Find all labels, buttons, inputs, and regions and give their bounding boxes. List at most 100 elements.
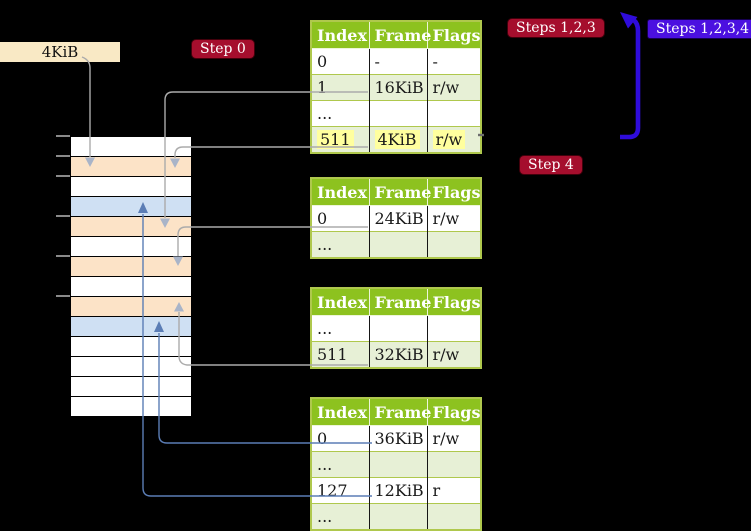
page-size-label-box: 4KiB xyxy=(0,42,120,62)
memory-frame-row xyxy=(71,156,191,176)
cell-text: 24KiB xyxy=(374,209,424,228)
table-cell: ... xyxy=(311,231,369,258)
table-cell: r/w xyxy=(426,126,481,153)
table-cell: 1 xyxy=(311,74,369,101)
table-cell: ... xyxy=(311,100,369,127)
cell-text: 0 xyxy=(317,209,328,228)
table-cell: r/w xyxy=(426,341,481,368)
cell-text: 127 xyxy=(317,481,348,500)
memory-frame-row xyxy=(71,136,191,156)
table-row: 511 32KiB r/w xyxy=(311,341,481,368)
steps-123-badge: Steps 1,2,3 xyxy=(508,19,604,37)
table-cell xyxy=(426,100,481,127)
table-cell: 0 xyxy=(311,48,369,75)
memory-frame-row xyxy=(71,356,191,376)
cell-text: ... xyxy=(317,104,333,123)
table-row: 127 12KiB r xyxy=(311,477,481,504)
table-cell: 511 xyxy=(311,341,369,368)
column-header: Flags xyxy=(426,398,481,426)
step-0-badge: Step 0 xyxy=(192,40,254,58)
cell-text: ... xyxy=(317,507,333,526)
memory-frame-row xyxy=(71,336,191,356)
cell-text: r/w xyxy=(432,130,466,149)
cell-text: ... xyxy=(317,235,333,254)
cell-text: 1 xyxy=(317,78,328,97)
table-cell xyxy=(368,503,427,530)
table-cell: 12KiB xyxy=(368,477,427,504)
memory-frame-row xyxy=(71,176,191,196)
column-header: Frame xyxy=(368,398,431,426)
cell-text: r/w xyxy=(432,429,460,448)
table-cell: r xyxy=(426,477,481,504)
table-row: ... xyxy=(311,503,481,530)
table-cell xyxy=(368,451,427,478)
tick-mark xyxy=(56,135,70,137)
table-cell: 511 xyxy=(311,126,369,153)
memory-frame-row xyxy=(71,236,191,256)
table-cell: r/w xyxy=(426,425,481,452)
table-row: ... xyxy=(311,231,481,258)
steps-loop-arrow xyxy=(620,16,641,140)
cell-text: ... xyxy=(317,319,333,338)
table-cell: ... xyxy=(311,451,369,478)
column-header: Flags xyxy=(426,178,481,206)
column-header: Frame xyxy=(368,288,431,316)
cell-text: 32KiB xyxy=(374,345,424,364)
table-cell xyxy=(426,315,481,342)
memory-frame-row xyxy=(71,216,191,236)
column-header: Index xyxy=(311,288,369,316)
cell-text: r xyxy=(432,481,441,500)
memory-strip xyxy=(70,136,192,417)
tick-mark xyxy=(56,295,70,297)
column-header: Index xyxy=(311,21,369,49)
column-header: Frame xyxy=(368,178,431,206)
table-cell xyxy=(426,503,481,530)
table-cell xyxy=(426,231,481,258)
table-cell: 0 xyxy=(311,205,369,232)
table-row: 0 - - xyxy=(311,48,481,75)
table-row: 0 36KiB r/w xyxy=(311,425,481,452)
memory-frame-row xyxy=(71,256,191,276)
tick-mark xyxy=(56,255,70,257)
column-header: Index xyxy=(311,178,369,206)
table-cell: ... xyxy=(311,315,369,342)
column-header: Flags xyxy=(426,288,481,316)
table-cell: - xyxy=(368,48,427,75)
cell-text: - xyxy=(374,52,380,71)
cell-text: 12KiB xyxy=(374,481,424,500)
table-cell xyxy=(368,231,427,258)
tick-mark xyxy=(56,215,70,217)
table-cell xyxy=(368,315,427,342)
table-cell: r/w xyxy=(426,74,481,101)
table-cell: 0 xyxy=(311,425,369,452)
cell-text: 16KiB xyxy=(374,78,424,97)
table-cell: 16KiB xyxy=(368,74,427,101)
cell-text: - xyxy=(432,52,438,71)
table-cell: r/w xyxy=(426,205,481,232)
memory-frame-row xyxy=(71,396,191,416)
table-cell xyxy=(426,451,481,478)
memory-frame-row xyxy=(71,296,191,316)
cell-text: r/w xyxy=(432,345,460,364)
table-cell: 127 xyxy=(311,477,369,504)
cell-text: 0 xyxy=(317,52,328,71)
table-cell xyxy=(368,100,427,127)
column-header: Flags xyxy=(426,21,481,49)
cell-text: 36KiB xyxy=(374,429,424,448)
table-cell: 36KiB xyxy=(368,425,427,452)
table-cell: 24KiB xyxy=(368,205,427,232)
cell-text: 0 xyxy=(317,429,328,448)
memory-frame-row xyxy=(71,316,191,336)
column-header: Index xyxy=(311,398,369,426)
table-cell: - xyxy=(426,48,481,75)
column-header: Frame xyxy=(368,21,431,49)
cell-text: 511 xyxy=(317,130,354,149)
